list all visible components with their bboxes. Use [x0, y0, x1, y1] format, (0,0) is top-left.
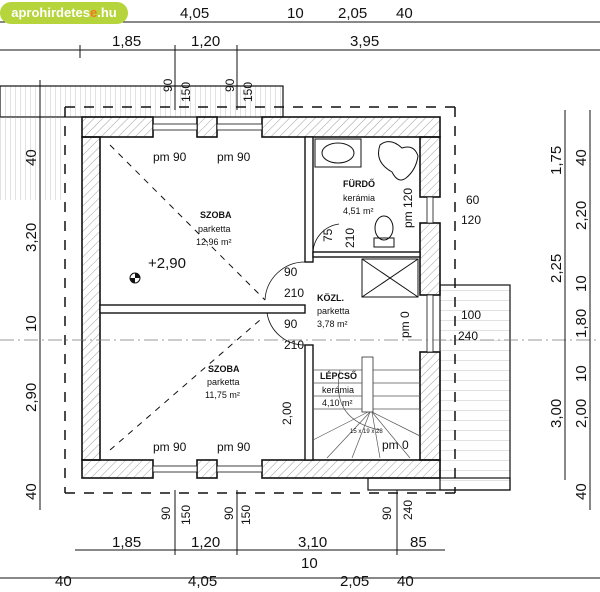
dim-top-2-a: 1,85: [112, 33, 141, 50]
kozl-area: 3,78 m²: [317, 319, 348, 329]
dim-top-vert-b: 150: [179, 82, 193, 102]
lepcso-name: LÉPCSŐ: [320, 370, 357, 381]
dim-left-c: 10: [23, 315, 40, 332]
top-roof-overhang: [0, 85, 284, 118]
kozl-door1-h: 210: [284, 286, 304, 300]
dim-bottom-2-d: 2,05: [340, 573, 369, 590]
dim-bottom-vert-a: 90: [159, 506, 173, 520]
dim-bottom-2-b: 4,05: [188, 573, 217, 590]
furdo-area: 4,51 m²: [343, 206, 374, 216]
kozl-name: KÖZL.: [317, 293, 344, 303]
dim-right-2-b: 2,20: [573, 201, 590, 230]
dim-top-vert-a: 90: [161, 78, 175, 92]
szoba1-pm-a: pm 90: [153, 150, 187, 164]
furdo-door-w: 75: [321, 228, 335, 242]
szoba1-area: 12,96 m²: [196, 237, 232, 247]
dim-bottom-vert-e: 90: [380, 506, 394, 520]
szoba2-pm-b: pm 90: [217, 440, 251, 454]
bathtub-icon: [378, 141, 419, 181]
windows: [152, 123, 434, 473]
dim-bottom-1-d: 85: [410, 534, 427, 551]
dim-left-d: 2,90: [23, 383, 40, 412]
left-balcony: [0, 117, 65, 200]
dim-right-1-b: 2,25: [548, 254, 565, 283]
szoba1-pm-b: pm 90: [217, 150, 251, 164]
dim-left-e: 40: [23, 483, 40, 500]
lepcso-floor: kerámia: [322, 385, 354, 395]
level-marker: [129, 272, 141, 284]
dim-bottom-vert-f: 240: [401, 500, 415, 520]
dim-top-2-c: 3,95: [350, 33, 379, 50]
dim-right-2-d: 1,80: [573, 309, 590, 338]
dim-right-2-a: 40: [573, 149, 590, 166]
logo-text: aprohirdetes: [11, 5, 90, 20]
dim-right-2-f: 2,00: [573, 399, 590, 428]
kozl-floor: parketta: [317, 306, 350, 316]
szoba2-name: SZOBA: [208, 364, 240, 374]
logo-domain: .hu: [97, 5, 117, 20]
staircase: [312, 356, 421, 459]
roof-outline: [64, 106, 456, 494]
furdo-win-b: 120: [461, 213, 481, 227]
dim-right-1-c: 3,00: [548, 399, 565, 428]
dim-right-2-e: 10: [573, 365, 590, 382]
furdo-floor: kerámia: [343, 193, 375, 203]
dim-left-b: 3,20: [23, 223, 40, 252]
dim-bottom-vert-c: 90: [222, 506, 236, 520]
lepcso-area: 4,10 m²: [322, 398, 353, 408]
kozl-door2-h: 210: [284, 338, 304, 352]
lepcso-stair-spec: 15 x 19 x 28: [350, 429, 383, 435]
szoba2-area: 11,75 m²: [205, 390, 240, 400]
dim-bottom-2-a: 40: [55, 573, 72, 590]
dim-bottom-1-b: 1,20: [191, 534, 220, 551]
dim-bottom-1-c: 3,10: [298, 534, 327, 551]
furdo-win-a: 60: [466, 193, 480, 207]
dim-right-2-g: 40: [573, 483, 590, 500]
sink-icon: [321, 142, 355, 164]
szoba2-floor: parketta: [207, 377, 240, 387]
balcony-win-a: 100: [461, 308, 481, 322]
dim-top-1-a: 4,05: [180, 5, 209, 22]
dim-top-1-c: 2,05: [338, 5, 367, 22]
kozl-pm: pm 0: [398, 311, 412, 338]
kozl-door1-w: 90: [284, 265, 298, 279]
szoba1-floor: parketta: [198, 224, 231, 234]
room-diagonals: [109, 144, 266, 451]
szoba1-level: +2,90: [148, 255, 186, 272]
dim-top-vert-d: 150: [241, 82, 255, 102]
logo-dot: e: [90, 5, 98, 20]
bathroom-fixtures: [314, 138, 419, 298]
szoba2-pm-a: pm 90: [153, 440, 187, 454]
szoba1-name: SZOBA: [200, 210, 232, 220]
balcony-win-b: 240: [458, 329, 478, 343]
furdo-name: FÜRDŐ: [343, 178, 375, 189]
lepcso-pm: pm 0: [382, 438, 409, 452]
dim-top-2-b: 1,20: [191, 33, 220, 50]
dim-top-1-b: 10: [287, 5, 304, 22]
furdo-door-h: 210: [343, 228, 357, 248]
kozl-door2-w: 90: [284, 317, 298, 331]
dim-bottom-2-e: 40: [397, 573, 414, 590]
dim-bottom-vert-d: 150: [239, 505, 253, 525]
dim-left-a: 40: [23, 149, 40, 166]
site-logo: aprohirdetese.hu: [0, 2, 128, 24]
dim-bottom-vert-b: 150: [179, 505, 193, 525]
dim-top-vert-c: 90: [223, 78, 237, 92]
door-swings: [264, 223, 340, 346]
toilet-icon: [374, 215, 394, 241]
dim-right-2-c: 10: [573, 275, 590, 292]
outer-walls: [81, 116, 441, 479]
dim-bottom-1-a: 1,85: [112, 534, 141, 551]
dim-right-1-a: 1,75: [548, 146, 565, 175]
dim-bottom-2-c: 10: [301, 555, 318, 572]
dim-top-1-d: 40: [396, 5, 413, 22]
furdo-pm: pm 120: [401, 188, 415, 228]
szoba2-height: 2,00: [280, 401, 294, 425]
interior-walls: [99, 136, 421, 461]
